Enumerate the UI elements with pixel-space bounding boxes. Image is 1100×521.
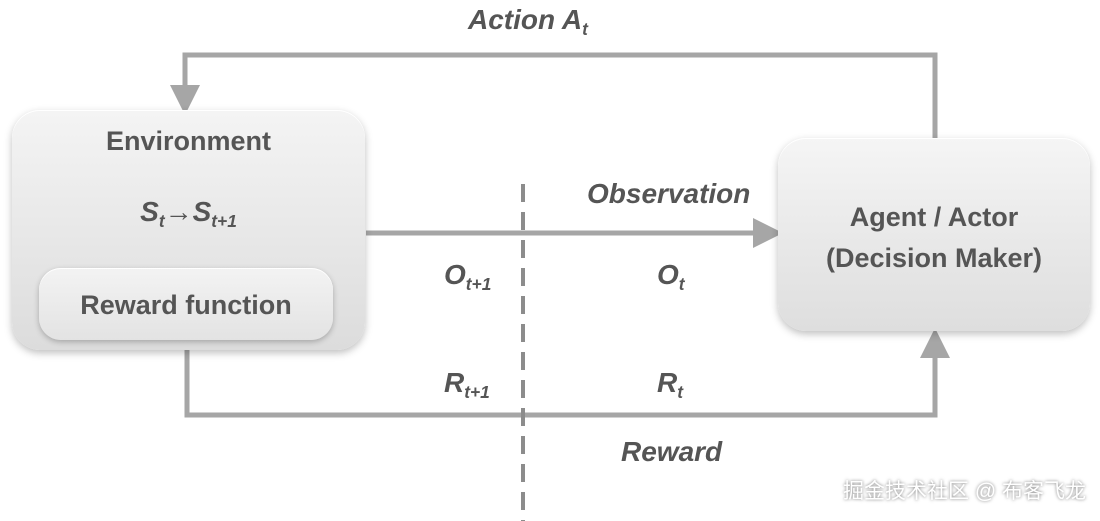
reward-next-label: Rt+1 (444, 367, 490, 403)
state-next: St+1 (192, 196, 237, 232)
observation-next-label: Ot+1 (444, 259, 492, 295)
reward-label: Reward (621, 436, 723, 467)
watermark: 掘金技术社区 @ 布客飞龙 (843, 480, 1086, 503)
state-transition: St→St+1 (12, 196, 365, 232)
agent-box (778, 138, 1090, 331)
action-label: Action At (468, 4, 588, 40)
observation-current-label: Ot (657, 259, 685, 295)
reward-current-label: Rt (657, 367, 684, 403)
reward-connector (184, 328, 950, 418)
reward-function-box (39, 268, 333, 340)
state-current: St (140, 196, 165, 232)
action-connector (170, 52, 938, 140)
agent-label-line1: Agent / Actor (849, 202, 1019, 232)
agent-label-line2: (Decision Maker) (825, 243, 1043, 273)
observation-label: Observation (587, 178, 751, 209)
environment-title: Environment (105, 126, 272, 156)
reward-function-label: Reward function (80, 290, 292, 320)
transition-arrow-icon: → (164, 196, 193, 227)
